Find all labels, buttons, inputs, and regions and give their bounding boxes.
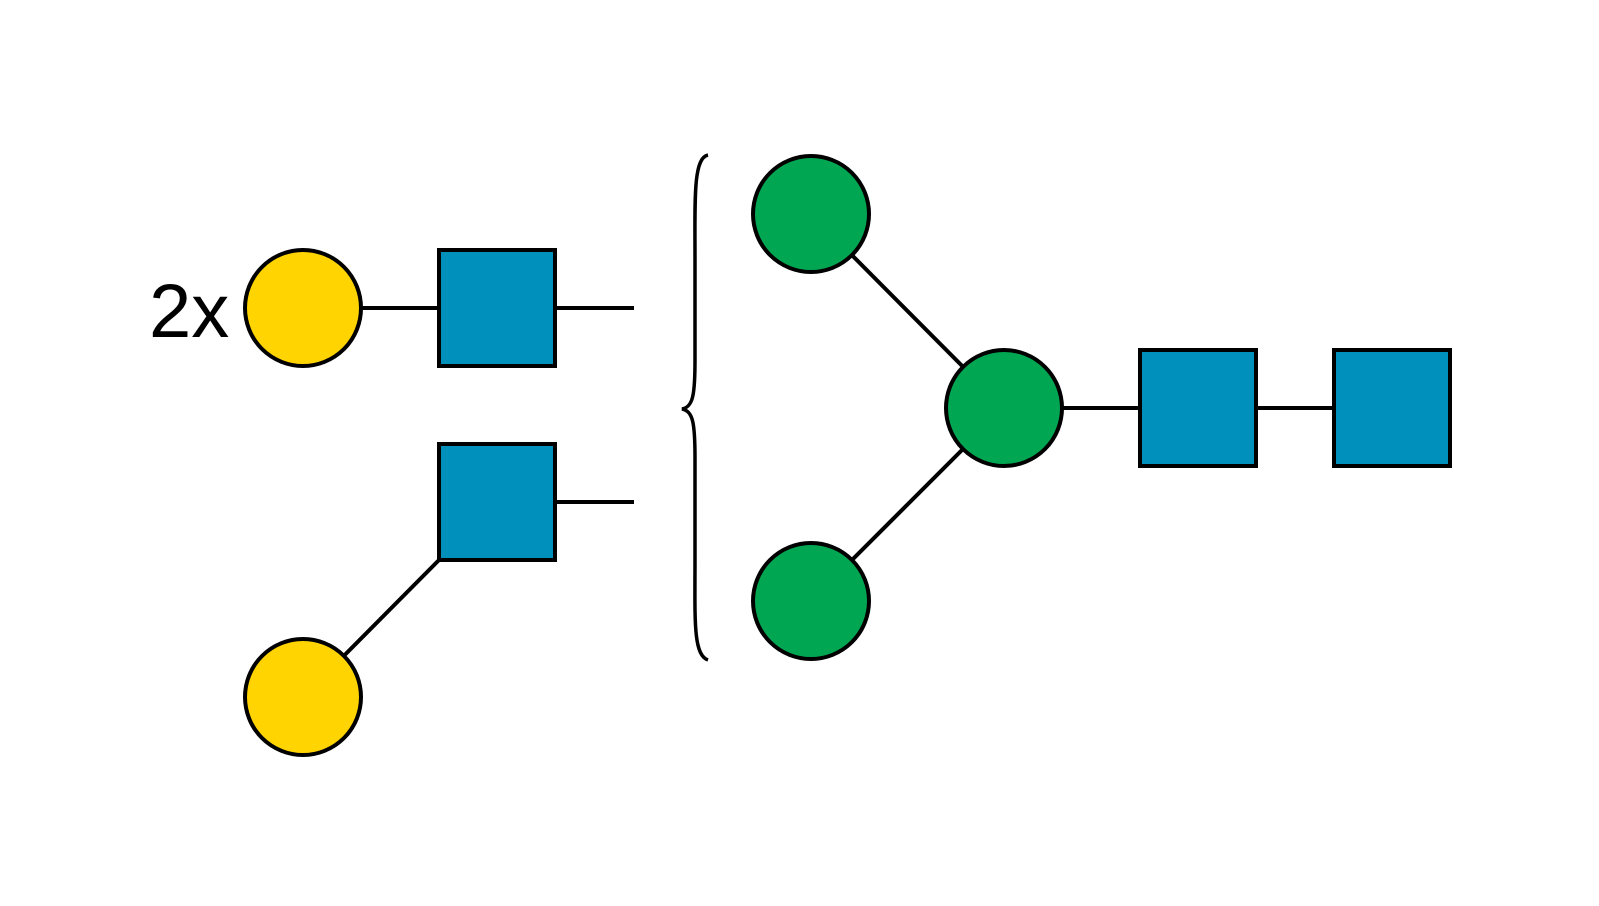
mannose-icon bbox=[751, 541, 871, 661]
residues bbox=[243, 154, 1452, 757]
repeat-count-label: 2x bbox=[149, 269, 229, 354]
galactose-icon bbox=[243, 248, 363, 368]
galactose-icon bbox=[243, 637, 363, 757]
antenna-brace bbox=[681, 153, 709, 662]
mannose-icon bbox=[751, 154, 871, 274]
mannose-icon bbox=[944, 348, 1064, 468]
glcnac-icon bbox=[1138, 348, 1258, 468]
glcnac-icon bbox=[437, 442, 557, 562]
glcnac-icon bbox=[1332, 348, 1452, 468]
glcnac-icon bbox=[437, 248, 557, 368]
